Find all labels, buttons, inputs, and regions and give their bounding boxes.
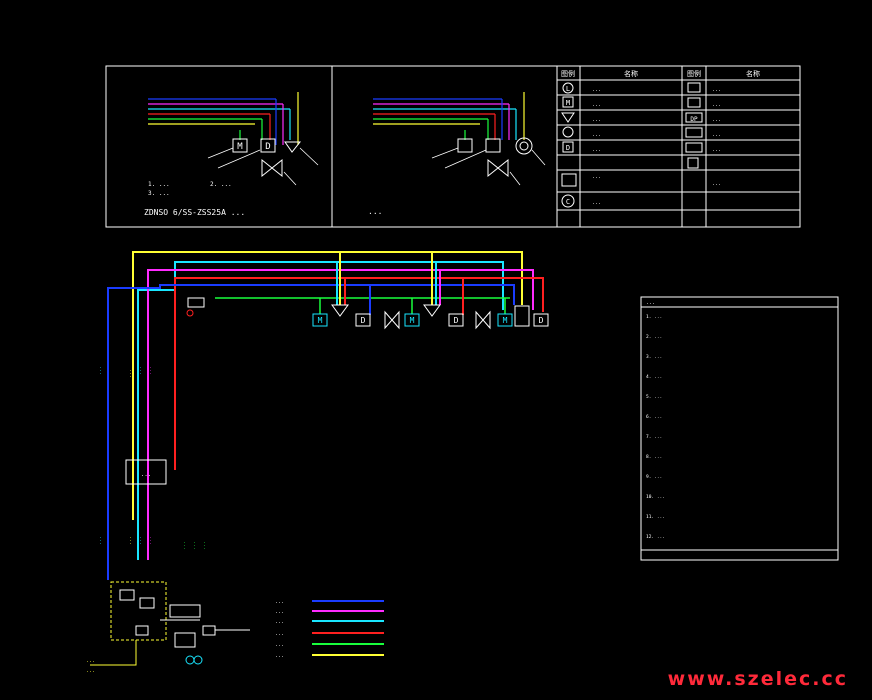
note-line-2: 2. ... [646,334,662,340]
svg-text:...: ... [97,366,103,375]
site-watermark: www.szelec.cc [667,668,848,690]
valve-icon [561,112,575,123]
note-line-6: 6. ... [646,414,662,420]
motor-symbol-label: M [237,142,243,152]
main-motor-1-label: M [318,316,323,325]
svg-text:...: ... [137,536,143,545]
table-row2-symbol: M [566,99,570,107]
actuator-icon [562,126,574,138]
note-line-7: 7. ... [646,434,662,440]
controller-label: ... [141,471,152,478]
damper-symbol-label: D [265,142,270,152]
vertical-labels: ... ... ... ... ... ... ... ... ... ... … [97,366,207,550]
table-row1-name: ... [592,87,601,93]
thermostat-icon [687,157,699,169]
main-motor-2-label: M [410,316,415,325]
legend-item-1: ... [275,599,284,605]
main-wiring [107,251,544,580]
note-line-8: 8. ... [646,454,662,460]
main-damper-3-label: D [539,316,544,325]
svg-text:...: ... [137,366,143,375]
table-row2-name-b: ... [712,102,721,108]
note-line-11: 11. ... [646,514,665,520]
table-row3-name-b: ... [712,117,721,123]
table-row2-name: ... [592,102,601,108]
table-row6-name: ... [592,174,601,180]
panel-icon [561,173,577,187]
svg-text:...: ... [127,369,133,378]
table-row7-symbol: C [566,198,570,206]
table-row1-name-b: ... [712,87,721,93]
flow-icon [685,142,703,153]
table-header-name-2: 名称 [746,69,760,78]
left-note-2: 2. ... [210,181,232,188]
legend-item-5: ... [275,642,284,648]
table-row6-name-b: ... [712,181,721,187]
damper-table-icon [562,141,574,153]
svg-text:...: ... [86,668,95,674]
table-header-name-1: 名称 [624,69,638,78]
table-row4-name-b: ... [712,132,721,138]
note-line-9: 9. ... [646,474,662,480]
note-line-3: 3. ... [646,354,662,360]
damper-symbol [260,138,276,153]
main-damper-2-label: D [454,316,459,325]
legend-item-6: ... [275,653,284,659]
note-line-5: 5. ... [646,394,662,400]
control-icon [561,194,575,208]
table-row3-name: ... [592,117,601,123]
pressure-icon [685,127,703,138]
dp-icon [685,112,703,123]
table-row5-name: ... [592,147,601,153]
svg-text:...: ... [147,536,153,545]
controller-box [125,459,167,485]
left-note-1: 1. ... [148,181,170,188]
svg-text:...: ... [97,536,103,545]
main-devices: M D M D M D [186,297,549,330]
table-row5-symbol: D [566,144,570,152]
bottom-cabinet: ... ... [86,581,250,674]
table-row3-symbol-b: DP [690,116,698,123]
table-header-symbol-2: 图例 [687,69,701,78]
top-frame [105,65,801,228]
note-line-10: 10. ... [646,494,665,500]
main-damper-1-label: D [361,316,366,325]
motor-table-icon [562,96,574,108]
note-line-1: 1. ... [646,314,662,320]
note-line-12: 12. ... [646,534,665,540]
left-panel-schematic: M D [148,92,319,186]
middle-panel-caption: ... [368,207,382,216]
table-row7-name: ... [592,200,601,206]
notes-heading: ... [646,300,655,306]
motor-symbol [232,138,248,153]
table-header-symbol-1: 图例 [561,69,575,78]
sensor-icon [687,97,701,108]
switch-icon [687,82,701,93]
note-line-4: 4. ... [646,374,662,380]
left-panel-caption: ZDNSO 6/SS-ZSS25A ... [144,208,245,217]
legend-item-4: ... [275,631,284,637]
left-note-3: 3. ... [148,190,170,197]
line-legend [312,600,384,656]
svg-text:...: ... [86,658,95,664]
table-row5-name-b: ... [712,147,721,153]
svg-text:...: ... [201,541,207,550]
symbol-table [557,66,800,227]
svg-text:...: ... [191,541,197,550]
legend-item-3: ... [275,619,284,625]
svg-text:...: ... [127,536,133,545]
level-sensor-icon [562,82,574,94]
svg-text:...: ... [181,541,187,550]
middle-panel-schematic [373,92,546,186]
notes-frame [640,296,839,561]
main-motor-3-label: M [503,316,508,325]
table-row4-name: ... [592,132,601,138]
legend-item-2: ... [275,609,284,615]
svg-text:...: ... [147,366,153,375]
table-row1-symbol: L [566,85,570,93]
